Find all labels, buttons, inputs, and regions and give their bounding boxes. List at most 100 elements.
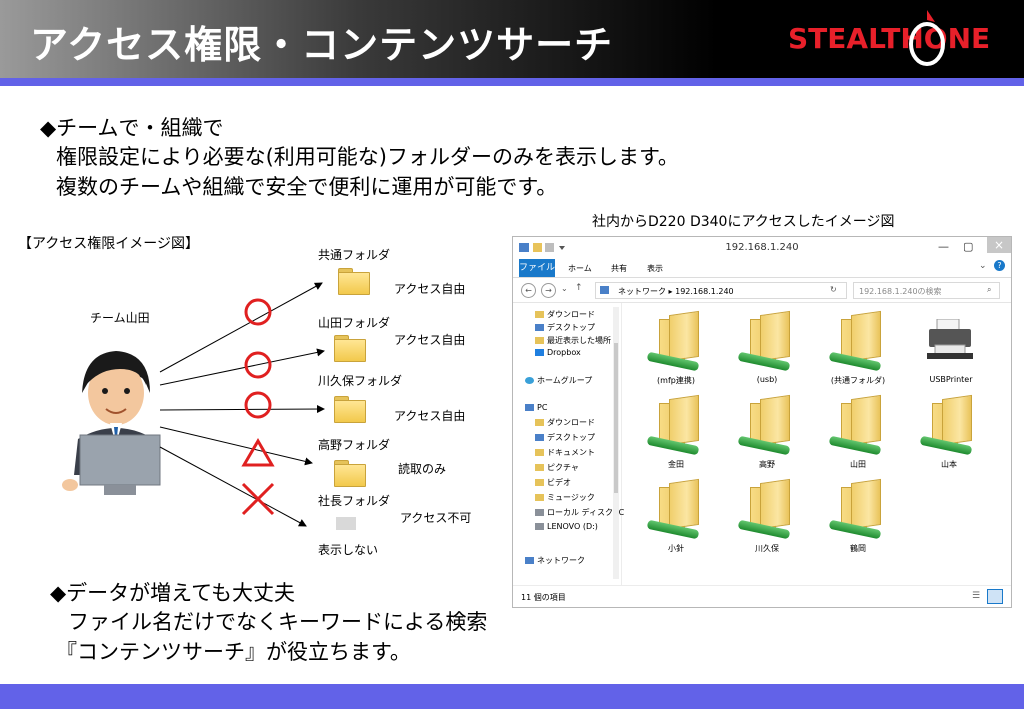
address-bar-row: ← → ⌄ ↑ ネットワーク ▸ 192.168.1.240 ↻ 192.168… — [513, 278, 1011, 303]
navigation-pane: ダウンロード デスクトップ 最近表示した場所 Dropbox ホームグループ P… — [513, 303, 624, 585]
printer-item[interactable]: USBPrinter — [913, 311, 989, 389]
ribbon-expand-chevron-icon[interactable]: ⌄ — [979, 261, 987, 271]
nav-item-recent[interactable]: 最近表示した場所 — [535, 335, 611, 346]
folder-icon — [334, 396, 366, 423]
brand-logo: STEALTHONE — [788, 22, 991, 55]
triangle-icon — [241, 438, 275, 467]
network-folder-item[interactable]: 高野 — [732, 394, 802, 473]
access-arrows — [159, 282, 325, 527]
ribbon-tab-share[interactable]: 共有 — [611, 264, 627, 273]
page-title: アクセス権限・コンテンツサーチ — [30, 23, 614, 67]
network-icon — [525, 557, 534, 564]
network-folder-item[interactable]: 山田 — [823, 394, 893, 473]
nav-item-local-disk[interactable]: ローカル ディスク (C — [535, 507, 624, 518]
close-button[interactable]: × — [987, 237, 1011, 253]
folder-icon — [334, 460, 366, 487]
network-folder-item[interactable]: (共通フォルダ) — [823, 310, 893, 389]
folder-icon — [334, 335, 366, 362]
desktop-icon — [535, 324, 544, 331]
access-label: アクセス自由 — [394, 333, 466, 347]
bottom-line-1: ファイル名だけでなくキーワードによる検索 — [68, 610, 488, 634]
nav-item-desktop[interactable]: デスクトップ — [535, 322, 595, 333]
folder-label: 共通フォルダ — [318, 248, 391, 262]
nav-item-videos[interactable]: ビデオ — [535, 477, 571, 488]
dropbox-icon — [535, 349, 544, 356]
maximize-button[interactable]: ▢ — [963, 240, 974, 253]
nav-item-downloads[interactable]: ダウンロード — [535, 417, 595, 428]
circle-icon — [244, 391, 272, 419]
up-button[interactable]: ↑ — [575, 283, 583, 293]
homegroup-icon — [525, 377, 534, 384]
network-folder-item[interactable]: (usb) — [732, 310, 802, 389]
access-label: アクセス自由 — [394, 282, 466, 296]
network-folder-item[interactable]: 川久保 — [732, 478, 802, 557]
folder-label: 社長フォルダ — [318, 494, 391, 508]
nav-item-desktop[interactable]: デスクトップ — [535, 432, 595, 443]
network-folder-item[interactable]: 金田 — [641, 394, 711, 473]
nav-item-homegroup[interactable]: ホームグループ — [525, 375, 592, 386]
nav-item-network[interactable]: ネットワーク — [525, 555, 585, 566]
music-icon — [535, 494, 544, 501]
ribbon-tab-view[interactable]: 表示 — [647, 264, 663, 273]
header-stripe — [0, 78, 1024, 86]
nav-scrollbar-thumb[interactable] — [614, 343, 618, 493]
circle-icon — [244, 298, 272, 326]
search-placeholder: 192.168.1.240の検索 — [859, 287, 942, 296]
nav-item-pictures[interactable]: ピクチャ — [535, 462, 579, 473]
header-bar — [0, 0, 1024, 78]
footer-bar — [0, 684, 1024, 709]
status-bar: 11 個の項目 ☰ — [513, 585, 1011, 608]
nav-item-documents[interactable]: ドキュメント — [535, 447, 595, 458]
access-label: アクセス自由 — [394, 409, 466, 423]
bottom-heading: ◆データが増えても大丈夫 — [50, 581, 296, 605]
search-icon[interactable]: ⌕ — [987, 285, 992, 294]
minimize-button[interactable]: — — [938, 240, 949, 253]
pc-icon — [525, 404, 534, 411]
search-input[interactable]: 192.168.1.240の検索 ⌕ — [853, 282, 1000, 299]
details-view-icon[interactable]: ☰ — [972, 591, 981, 601]
folder-label: 山田フォルダ — [318, 316, 391, 330]
item-count: 11 個の項目 — [521, 593, 566, 602]
network-folder-item[interactable]: 山本 — [914, 394, 984, 473]
cross-icon — [241, 482, 275, 516]
drive-icon — [535, 509, 544, 516]
address-field[interactable]: ネットワーク ▸ 192.168.1.240 ↻ — [595, 282, 847, 299]
ribbon-tab-home[interactable]: ホーム — [568, 264, 592, 273]
network-folder-item[interactable]: 小針 — [641, 478, 711, 557]
nav-item-dropbox[interactable]: Dropbox — [535, 348, 581, 357]
nav-scrollbar[interactable] — [613, 307, 619, 579]
network-folder-item[interactable]: (mfp連携) — [641, 310, 711, 389]
network-icon — [600, 286, 609, 294]
drive-icon — [535, 523, 544, 530]
ribbon-tab-file[interactable]: ファイル — [519, 259, 555, 277]
folder-label: 高野フォルダ — [318, 438, 391, 452]
folder-label: 川久保フォルダ — [318, 374, 403, 388]
nav-item-downloads[interactable]: ダウンロード — [535, 309, 595, 320]
pictures-icon — [535, 464, 544, 471]
folder-icon — [535, 419, 544, 426]
quick-access-toolbar-icon[interactable] — [519, 242, 571, 254]
nav-item-music[interactable]: ミュージック — [535, 492, 595, 503]
nav-item-lenovo[interactable]: LENOVO (D:) — [535, 522, 598, 531]
back-button[interactable]: ← — [521, 283, 536, 298]
videos-icon — [535, 479, 544, 486]
large-icons-view-icon[interactable] — [987, 589, 1003, 604]
recent-locations-chevron-icon[interactable]: ⌄ — [561, 284, 568, 293]
intro-line-2: 複数のチームや組織で安全で便利に運用が可能です。 — [56, 175, 558, 199]
nav-item-pc[interactable]: PC — [525, 403, 547, 412]
help-icon[interactable]: ? — [994, 260, 1005, 271]
hidden-folder-placeholder — [336, 517, 356, 530]
access-label: 読取のみ — [398, 462, 447, 476]
refresh-icon[interactable]: ↻ — [830, 285, 837, 294]
folder-icon — [535, 311, 544, 318]
circle-icon — [244, 351, 272, 379]
ribbon — [513, 259, 1011, 278]
user-at-computer-icon — [62, 351, 161, 495]
address-path: ネットワーク ▸ 192.168.1.240 — [618, 287, 734, 296]
access-label: アクセス不可 — [400, 511, 472, 525]
hidden-label: 表示しない — [318, 543, 379, 557]
intro-heading: ◆チームで・組織で — [40, 116, 224, 140]
intro-line-1: 権限設定により必要な(利用可能な)フォルダーのみを表示します。 — [56, 145, 679, 169]
forward-button[interactable]: → — [541, 283, 556, 298]
network-folder-item[interactable]: 鶴岡 — [823, 478, 893, 557]
